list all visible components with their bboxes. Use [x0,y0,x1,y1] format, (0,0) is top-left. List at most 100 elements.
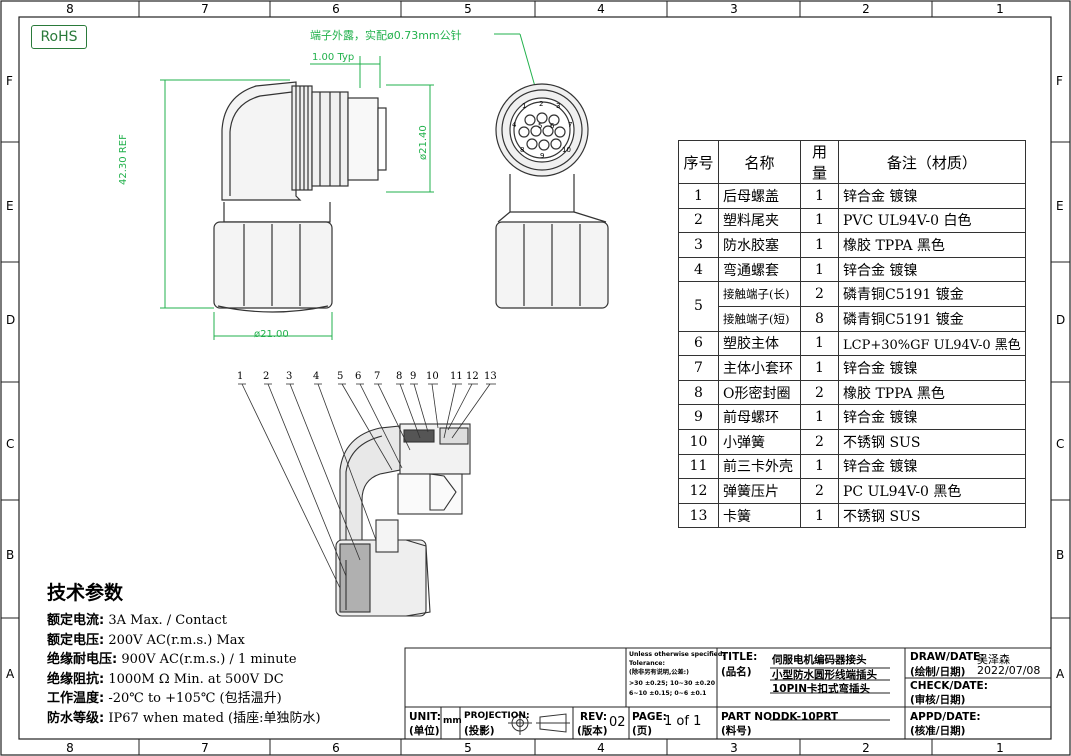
bom-cell-no: 11 [678,453,719,480]
bom-row: 9 前母螺环 1 锌合金 镀镍 [678,404,1026,430]
zone-col-8: 8 [66,2,74,16]
pin-number: 8 [520,146,525,154]
side-view-drawing [213,81,387,313]
bom-cell-note: LCP+30%GF UL94V-0 黑色 [838,330,1026,357]
bom-header-row: 序号 名称 用量 备注（材质） [678,140,1026,184]
bom-cell-name: 弯通螺套 [718,256,801,283]
zone-row-e-right: E [1056,199,1064,213]
tolerance-note-4: >30 ±0.25; 10~30 ±0.20 [629,680,716,687]
bom-cell-no: 1 [678,183,719,209]
spec-label: 额定电流: [47,613,105,628]
technical-specs: 技术参数 额定电流: 3A Max. / Contact 额定电压: 200V … [47,578,321,726]
leader-number: 10 [426,371,439,382]
spec-value: 1000M Ω Min. at 500V DC [104,671,284,687]
zone-col-5: 5 [464,2,472,16]
zone-col-4: 4 [597,2,605,16]
bom-cell-qty: 8 [800,305,839,332]
zone-col-6: 6 [332,2,340,16]
projection-label-cn: (投影) [464,725,495,737]
pin-number: 4 [512,121,517,129]
bom-cell-note: 锌合金 镀镍 [838,404,1026,430]
front-view-drawing [495,83,609,309]
unit-label: UNIT: [409,711,442,723]
bom-cell-qty: 2 [800,478,839,504]
draw-name: 吴泽森 [977,653,1010,666]
bom-cell-no: 2 [678,207,719,234]
bom-cell-name: 接触端子(长) [718,281,801,307]
bom-cell-name: 卡簧 [718,502,801,529]
draw-label-cn: (绘制/日期) [910,666,966,678]
bom-cell-no: 4 [678,256,719,283]
leader-number: 3 [286,371,293,382]
title-label-cn: (品名) [721,666,752,678]
pin-number: 10 [562,146,571,154]
spec-value: 200V AC(r.m.s.) Max [104,632,245,648]
bom-cell-name: 后母螺盖 [718,183,801,209]
bom-cell-qty: 1 [800,256,839,283]
terminal-note: 端子外露，实配ø0.73mm公针 [310,29,462,42]
height-dimension: 42.30 REF [118,134,129,185]
rohs-logo: RoHS [31,25,87,49]
leader-number: 11 [450,371,463,382]
leader-number: 7 [374,371,381,382]
pin-number: 6 [550,122,555,130]
zone-col-7: 7 [201,2,209,16]
body-diameter-dimension: ø21.40 [418,125,429,160]
bom-cell-note: PC UL94V-0 黑色 [838,478,1026,504]
zone-col-5-bottom: 5 [464,741,472,755]
spec-label: 工作温度: [47,691,105,706]
title-line-1: 伺服电机编码器接头 [772,654,867,666]
zone-row-e: E [6,199,14,213]
unit-label-cn: (单位) [409,725,440,737]
title-label: TITLE: [721,651,758,663]
page-label: PAGE: [632,711,667,723]
bom-cell-qty: 1 [800,404,839,430]
leader-number: 13 [484,371,497,382]
rev-label: REV: [580,711,608,723]
zone-col-6-bottom: 6 [332,741,340,755]
spec-value: 900V AC(r.m.s.) / 1 minute [117,652,297,667]
bom-cell-note: PVC UL94V-0 白色 [838,207,1026,234]
bom-cell-note: 磷青铜C5191 镀金 [838,281,1026,307]
zone-row-a: A [6,667,15,681]
bom-cell-no: 8 [678,379,719,406]
pin-number: 9 [540,152,545,160]
rev-value: 02 [609,715,626,730]
leader-number: 6 [355,371,362,382]
bom-cell-note: 橡胶 TPPA 黑色 [838,232,1026,258]
tolerance-note-2: Tolerance: [629,660,665,667]
tolerance-note-3: (除非另有说明,公差:) [629,669,689,676]
spec-line: 绝缘耐电压: 900V AC(r.m.s.) / 1 minute [47,648,321,668]
zone-col-7-bottom: 7 [201,741,209,755]
spec-label: 绝缘阻抗: [47,671,105,687]
specs-title: 技术参数 [47,582,124,604]
bom-cell-note: 不锈钢 SUS [838,428,1026,455]
spec-value: IP67 when mated (插座:单独防水) [104,710,321,726]
bom-cell-name: 小弹簧 [718,428,801,455]
zone-row-d-right: D [1056,313,1066,327]
zone-row-c-right: C [1056,437,1065,451]
typ-dimension: 1.00 Typ [312,52,355,63]
bom-cell-note: 锌合金 镀镍 [838,256,1026,283]
bom-header: 备注（材质） [838,140,1026,184]
bom-cell-no: 5 [678,281,719,332]
bom-header: 名称 [718,140,801,184]
zone-row-f: F [6,74,13,88]
bom-cell-name: 塑胶主体 [718,330,801,357]
pin-number: 3 [556,102,561,110]
page-value: 1 of 1 [664,714,702,729]
bom-cell-qty: 2 [800,379,839,406]
bom-cell-qty: 2 [800,281,839,307]
projection-label: PROJECTION: [464,711,530,721]
spec-value: -20℃ to +105℃ (包括温升) [104,691,282,706]
tolerance-note-1: Unless otherwise specified. [629,651,725,658]
unit-value: mm [443,716,462,726]
bom-cell-no: 3 [678,232,719,258]
title-block-grid [404,647,1052,740]
bom-table: 序号 名称 用量 备注（材质） 1 后母螺盖 1 锌合金 镀镍 2 塑料尾夹 1… [678,140,1026,529]
bom-cell-qty: 1 [800,355,839,381]
spec-line: 额定电流: 3A Max. / Contact [47,609,321,629]
bom-cell-qty: 1 [800,232,839,258]
leader-number: 8 [396,371,403,382]
zone-col-4-bottom: 4 [597,741,605,755]
